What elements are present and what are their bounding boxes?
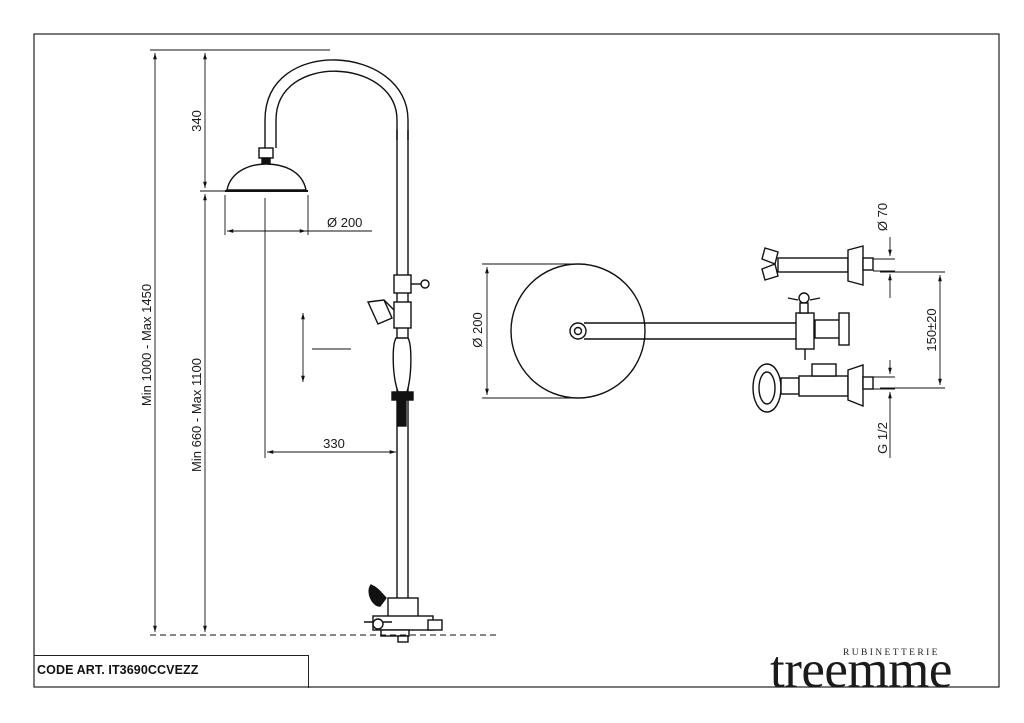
top-dimensions <box>482 237 945 458</box>
article-code: CODE ART. IT3690CCVEZZ <box>37 663 199 677</box>
sheet-frame <box>33 33 1000 688</box>
top-diameter-label: Ø 200 <box>470 312 485 347</box>
code-box <box>34 655 309 688</box>
head-diameter-label: Ø 200 <box>327 215 362 230</box>
brand-logo: treemme <box>770 641 952 699</box>
front-dimensions <box>150 49 500 636</box>
head-drop-label: 340 <box>189 110 204 132</box>
bar-height-label: Min 660 - Max 1100 <box>189 358 204 472</box>
thread-label: G 1/2 <box>875 422 890 454</box>
centers-label: 150±20 <box>924 308 939 351</box>
handle-diameter-label: Ø 70 <box>875 203 890 231</box>
front-view <box>225 59 443 643</box>
arm-reach-label: 330 <box>323 436 345 451</box>
top-view <box>510 245 874 413</box>
brand-subtitle: RUBINETTERIE <box>843 648 940 658</box>
total-height-label: Min 1000 - Max 1450 <box>139 284 154 406</box>
